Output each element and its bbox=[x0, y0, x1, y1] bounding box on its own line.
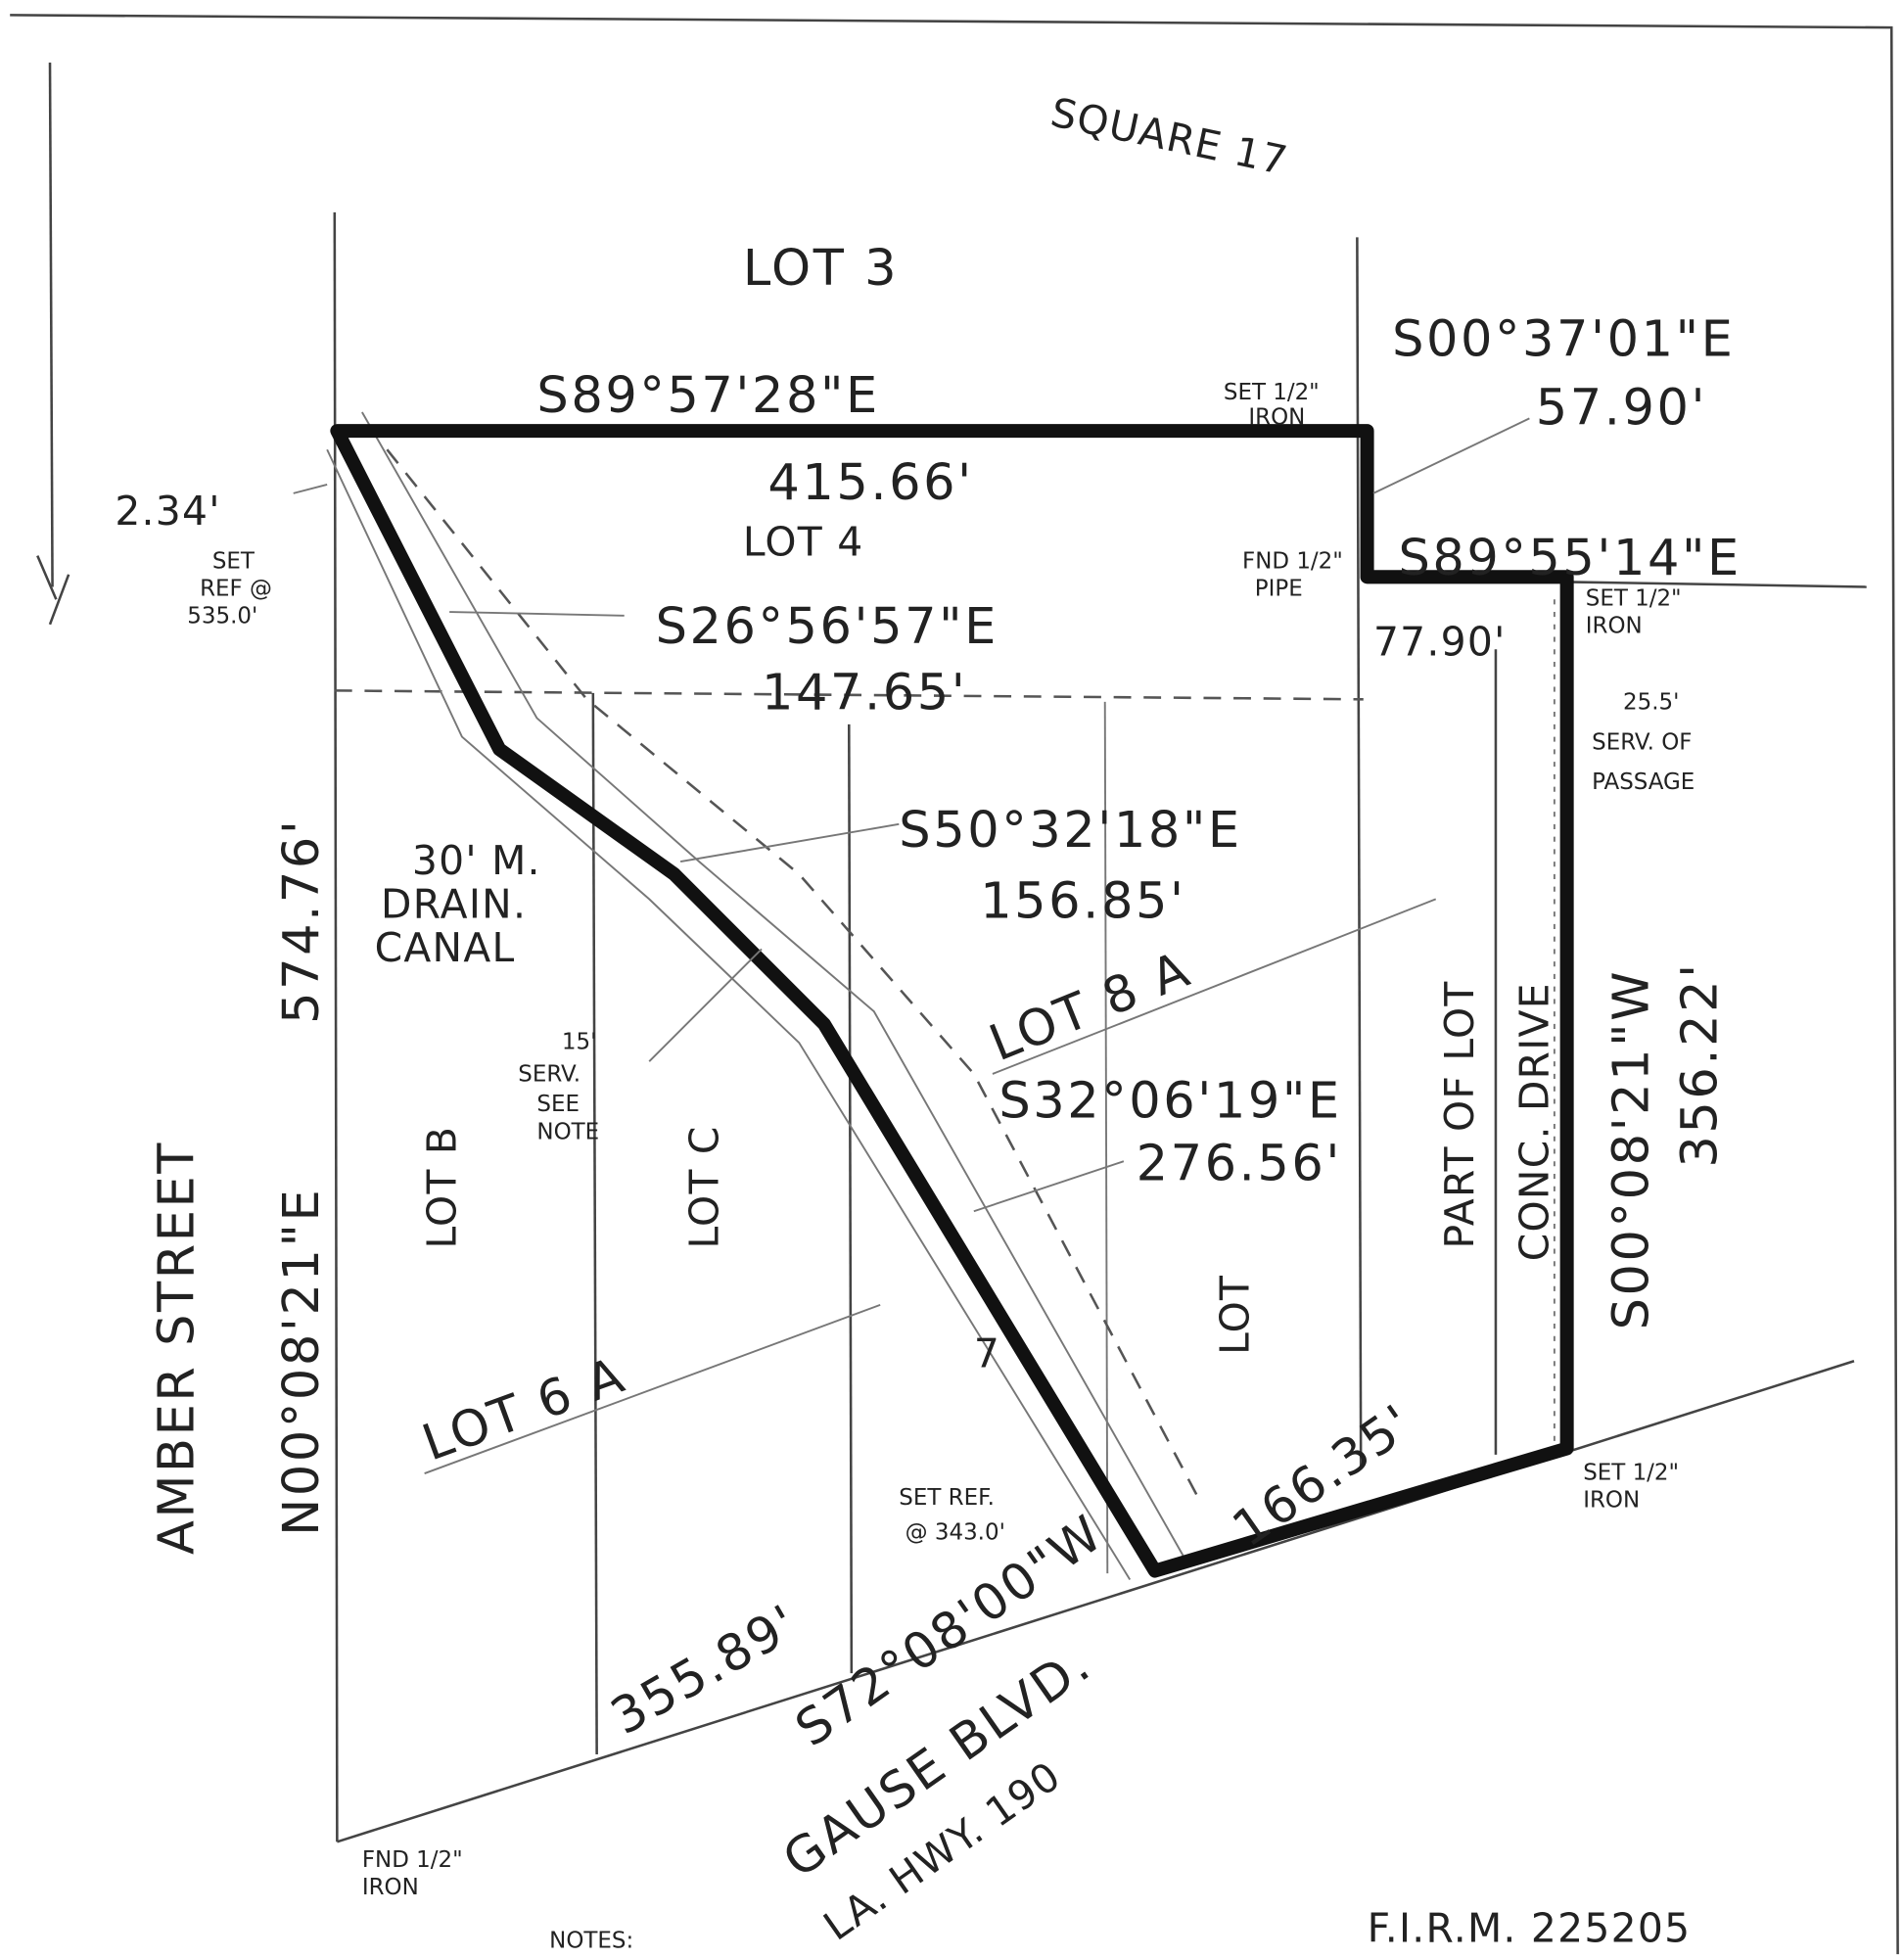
canal-line bbox=[386, 448, 1200, 1500]
tie-distance: 2.34' bbox=[115, 488, 220, 535]
lot-line-east-top bbox=[1356, 237, 1363, 1468]
east-bearing: S00°08'21"W bbox=[1603, 969, 1661, 1330]
leader-line bbox=[293, 417, 1530, 1213]
north-distance: 415.66' bbox=[767, 454, 973, 512]
ne-distance: 57.90' bbox=[1536, 380, 1707, 438]
c3-distance: 276.56' bbox=[1137, 1135, 1342, 1192]
fnd-iron-bl: FND 1/2"IRON bbox=[362, 1847, 463, 1900]
property-boundary bbox=[330, 424, 1574, 1578]
set-iron-right: SET 1/2"IRON bbox=[1586, 586, 1682, 639]
ne-bearing: S00°37'01"E bbox=[1392, 311, 1735, 369]
lot-6a-label: LOT 6 A bbox=[415, 1346, 633, 1472]
firm-label: F.I.R.M. 225205 bbox=[1368, 1904, 1692, 1951]
c1-bearing: S26°56'57"E bbox=[656, 598, 998, 656]
lot-8a-label: LOT 8 A bbox=[982, 941, 1199, 1073]
gause-blvd-line bbox=[336, 1360, 1855, 1843]
amber-street-line bbox=[333, 211, 339, 1842]
canal-line bbox=[326, 448, 1132, 1580]
canal-line bbox=[361, 411, 1187, 1562]
lot-7-label: 7 bbox=[974, 1330, 1000, 1377]
c3-bearing: S32°06'19"E bbox=[998, 1073, 1341, 1131]
part-of-lot-label: PART OF LOT bbox=[1436, 980, 1483, 1248]
drain-canal-label: 30' M.DRAIN.CANAL bbox=[375, 837, 541, 971]
margin-line bbox=[48, 62, 54, 587]
north-bearing: S89°57'28"E bbox=[536, 367, 879, 425]
lot-line bbox=[591, 692, 598, 1755]
lot-6a-underline bbox=[424, 1303, 881, 1474]
c2-distance: 156.85' bbox=[980, 873, 1185, 931]
east-extension bbox=[1566, 581, 1867, 588]
lot-line bbox=[1103, 701, 1109, 1574]
fnd-pipe: FND 1/2"PIPE bbox=[1242, 548, 1343, 601]
east-distance: 356.22' bbox=[1672, 961, 1730, 1167]
se-distance: 166.35' bbox=[1223, 1393, 1424, 1559]
c1-distance: 147.65' bbox=[762, 665, 967, 723]
c2-bearing: S50°32'18"E bbox=[899, 802, 1241, 860]
mid-bearing: S89°55'14"E bbox=[1398, 530, 1741, 587]
mid-distance: 77.90' bbox=[1373, 619, 1507, 666]
north-arrow bbox=[36, 555, 70, 626]
lot-b-label: LOT B bbox=[419, 1126, 466, 1249]
conc-drive-label: CONC. DRIVE bbox=[1511, 982, 1558, 1261]
west-bearing: N00°08'21"E bbox=[273, 1188, 331, 1536]
set-ref-bottom: SET REF.@ 343.0' bbox=[899, 1485, 1005, 1546]
lot4-label: LOT 4 bbox=[743, 519, 864, 566]
amber-street-label: AMBER STREET bbox=[149, 1141, 207, 1555]
sheet-border bbox=[10, 14, 1899, 1955]
lot-label: LOT bbox=[1211, 1275, 1258, 1355]
lot3-label: LOT 3 bbox=[743, 240, 899, 298]
lot-line-dashed bbox=[334, 689, 1364, 701]
lot-line bbox=[848, 723, 854, 1674]
square-label: SQUARE 17 bbox=[1046, 88, 1292, 184]
west-distance: 574.76' bbox=[273, 818, 331, 1024]
lot-8a-underline bbox=[992, 898, 1437, 1075]
notes-label: NOTES: bbox=[549, 1929, 633, 1954]
set-iron-br: SET 1/2"IRON bbox=[1583, 1460, 1679, 1513]
set-iron-top: SET 1/2"IRON bbox=[1224, 380, 1320, 431]
lot-c-label: LOT C bbox=[680, 1125, 727, 1248]
south-distance: 355.89' bbox=[602, 1594, 810, 1747]
